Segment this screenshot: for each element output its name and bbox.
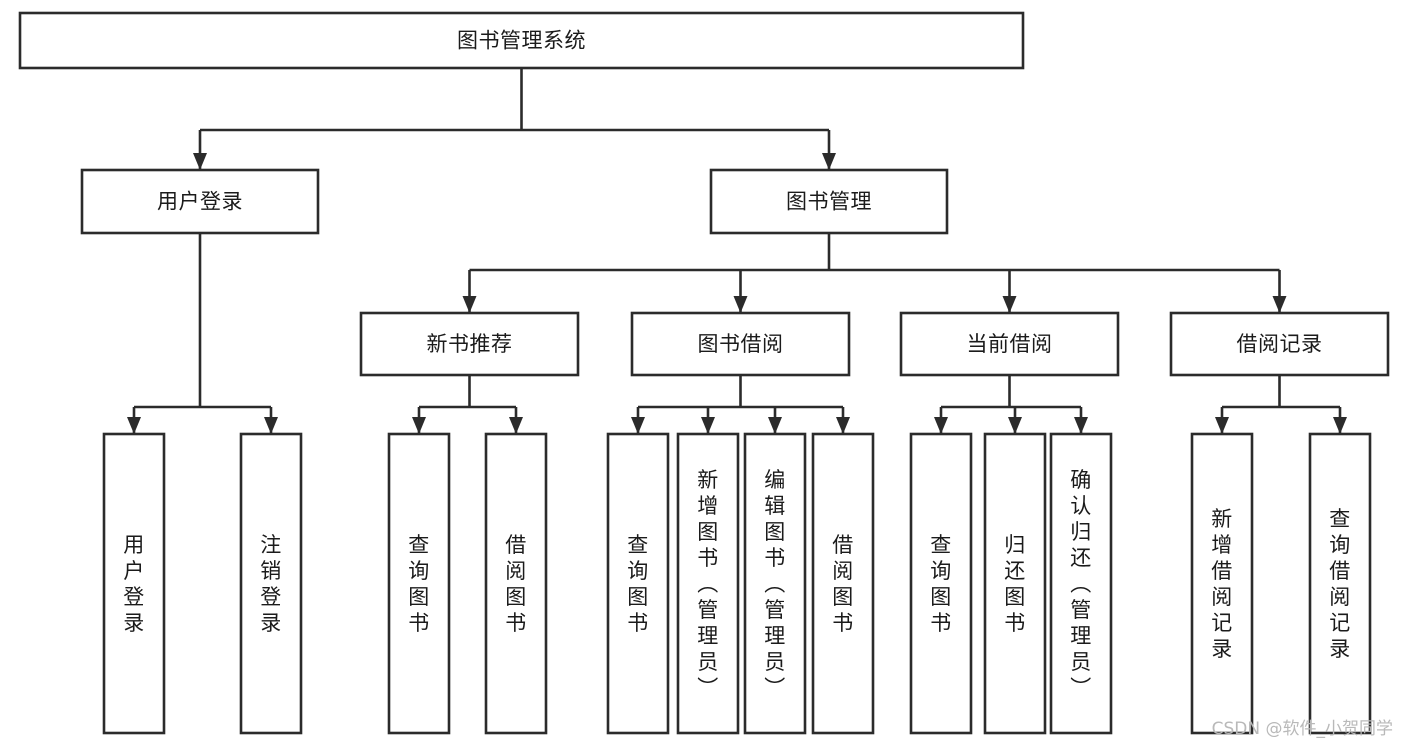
node-leaf-user-logout[interactable]: 注销登录 [239, 432, 303, 735]
node-leaf-query-book-3-rect [909, 432, 973, 735]
node-leaf-add-record-label: 新增借阅记录 [1211, 507, 1233, 661]
node-book-manage-label: 图书管理 [786, 190, 872, 214]
node-leaf-query-record-rect [1308, 432, 1372, 735]
node-leaf-add-book[interactable]: 新增图书︵管理员︶ [676, 432, 740, 735]
node-borrow-record-rect [1169, 311, 1390, 377]
arrow-head-icon [264, 417, 278, 434]
arrow-head-icon [1008, 417, 1022, 434]
csdn-watermark: CSDN @软件_小贺同学 [1211, 719, 1393, 739]
node-leaf-user-login-label: 用户登录 [123, 533, 145, 635]
node-root-system-rect [18, 11, 1025, 70]
node-leaf-query-record[interactable]: 查询借阅记录 [1308, 432, 1372, 735]
node-user-login-rect [80, 168, 320, 235]
node-current-borrow-label: 当前借阅 [967, 332, 1053, 356]
node-leaf-return-book[interactable]: 归还图书 [983, 432, 1047, 735]
node-leaf-edit-book-rect [743, 432, 807, 735]
node-leaf-query-book-2-label: 查询图书 [627, 533, 649, 635]
node-leaf-user-logout-label: 注销登录 [260, 533, 282, 635]
node-book-manage-rect [709, 168, 949, 235]
arrow-head-icon [1272, 296, 1287, 313]
arrow-head-icon [1333, 417, 1347, 434]
node-borrow-record-label: 借阅记录 [1237, 332, 1323, 356]
arrow-head-icon [1002, 296, 1017, 313]
connector-lines-group [127, 68, 1347, 434]
node-leaf-query-book-3[interactable]: 查询图书 [909, 432, 973, 735]
arrow-head-icon [733, 296, 748, 313]
node-leaf-edit-book-label: 编辑图书︵管理员︶ [764, 468, 786, 700]
arrow-head-icon [462, 296, 477, 313]
arrow-head-icon [822, 153, 836, 170]
node-leaf-add-record-rect [1190, 432, 1254, 735]
node-leaf-query-book-2[interactable]: 查询图书 [606, 432, 670, 735]
node-leaf-confirm-return[interactable]: 确认归还︵管理员︶ [1049, 432, 1113, 735]
node-leaf-return-book-rect [983, 432, 1047, 735]
node-leaf-query-record-label: 查询借阅记录 [1329, 507, 1351, 661]
arrow-head-icon [701, 417, 715, 434]
node-leaf-query-book-2-rect [606, 432, 670, 735]
node-leaf-add-book-rect [676, 432, 740, 735]
node-leaf-query-book-1-label: 查询图书 [408, 533, 430, 635]
node-root-system-label: 图书管理系统 [457, 29, 586, 53]
node-leaf-confirm-return-label: 确认归还︵管理员︶ [1070, 468, 1092, 700]
node-leaf-borrow-book-2[interactable]: 借阅图书 [811, 432, 875, 735]
node-user-login[interactable]: 用户登录 [80, 168, 320, 235]
node-leaf-edit-book[interactable]: 编辑图书︵管理员︶ [743, 432, 807, 735]
node-book-manage[interactable]: 图书管理 [709, 168, 949, 235]
node-leaf-confirm-return-rect [1049, 432, 1113, 735]
node-new-book-recommend[interactable]: 新书推荐 [359, 311, 580, 377]
node-root-system[interactable]: 图书管理系统 [18, 11, 1025, 70]
arrow-head-icon [1074, 417, 1088, 434]
node-leaf-add-book-label: 新增图书︵管理员︶ [697, 468, 719, 700]
node-leaf-user-logout-rect [239, 432, 303, 735]
node-leaf-user-login[interactable]: 用户登录 [102, 432, 166, 735]
node-borrow-record[interactable]: 借阅记录 [1169, 311, 1390, 377]
node-leaf-borrow-book-1[interactable]: 借阅图书 [484, 432, 548, 735]
arrow-head-icon [127, 417, 141, 434]
node-new-book-recommend-rect [359, 311, 580, 377]
node-leaf-query-book-1-rect [387, 432, 451, 735]
node-leaf-borrow-book-1-label: 借阅图书 [505, 533, 527, 635]
arrow-head-icon [412, 417, 426, 434]
arrow-head-icon [934, 417, 948, 434]
arrow-head-icon [193, 153, 207, 170]
arrow-head-icon [768, 417, 782, 434]
arrow-head-icon [509, 417, 523, 434]
node-user-login-label: 用户登录 [157, 190, 243, 214]
arrow-head-icon [836, 417, 850, 434]
node-leaf-borrow-book-2-rect [811, 432, 875, 735]
node-leaf-return-book-label: 归还图书 [1004, 533, 1026, 635]
node-current-borrow[interactable]: 当前借阅 [899, 311, 1120, 377]
node-book-borrow-label: 图书借阅 [698, 332, 784, 356]
node-leaf-borrow-book-2-label: 借阅图书 [832, 533, 854, 635]
arrow-head-icon [631, 417, 645, 434]
node-leaf-add-record[interactable]: 新增借阅记录 [1190, 432, 1254, 735]
node-book-borrow-rect [630, 311, 851, 377]
node-current-borrow-rect [899, 311, 1120, 377]
arrow-head-icon [1215, 417, 1229, 434]
node-boxes-group: 图书管理系统用户登录图书管理新书推荐图书借阅当前借阅借阅记录用户登录注销登录查询… [18, 11, 1390, 735]
node-book-borrow[interactable]: 图书借阅 [630, 311, 851, 377]
node-leaf-user-login-rect [102, 432, 166, 735]
node-leaf-query-book-1[interactable]: 查询图书 [387, 432, 451, 735]
node-leaf-borrow-book-1-rect [484, 432, 548, 735]
node-leaf-query-book-3-label: 查询图书 [930, 533, 952, 635]
node-new-book-recommend-label: 新书推荐 [427, 332, 513, 356]
